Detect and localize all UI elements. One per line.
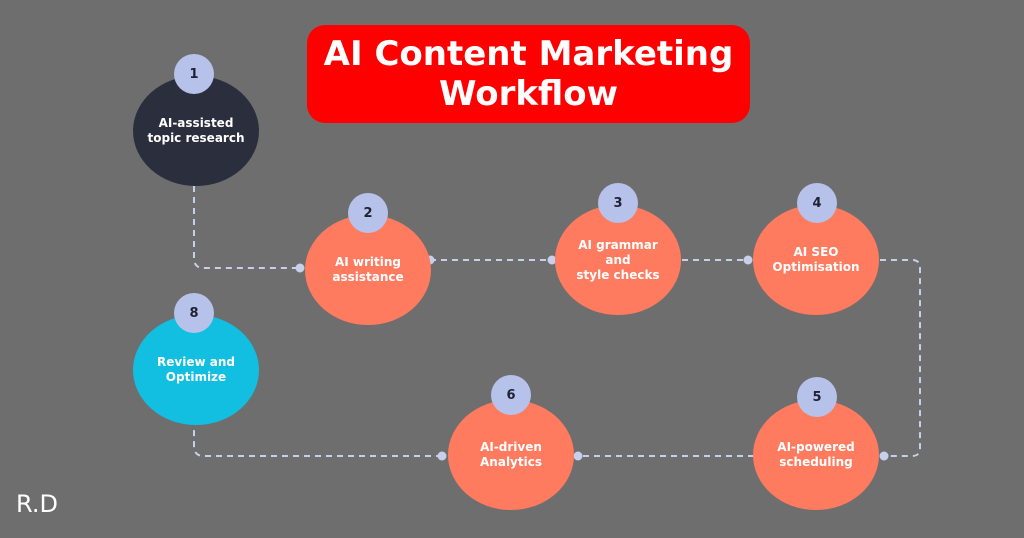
- step-node-2: AI writing assistance: [305, 215, 431, 325]
- connector-dot: [295, 263, 305, 273]
- step-badge-4: 4: [797, 183, 837, 223]
- connector-dot: [573, 451, 583, 461]
- step-label: Review and Optimize: [157, 355, 235, 384]
- connector-dot: [547, 255, 557, 265]
- step-badge-5: 5: [797, 377, 837, 417]
- step-node-6: AI-driven Analytics: [448, 400, 574, 510]
- step-badge-1: 1: [174, 54, 214, 94]
- connector-dot: [743, 255, 753, 265]
- step-node-3: AI grammar and style checks: [555, 205, 681, 315]
- step-badge-3: 3: [598, 183, 638, 223]
- connector-6-8: [193, 428, 442, 457]
- step-label: AI writing assistance: [332, 255, 404, 284]
- step-node-4: AI SEO Optimisation: [753, 205, 879, 315]
- step-node-5: AI-powered scheduling: [753, 400, 879, 510]
- connector-1-2: [193, 186, 300, 269]
- step-node-8: Review and Optimize: [133, 315, 259, 425]
- step-label: AI SEO Optimisation: [772, 245, 860, 274]
- step-label: AI grammar and style checks: [576, 237, 660, 282]
- title-banner: AI Content Marketing Workflow: [307, 25, 750, 123]
- step-badge-8: 8: [174, 293, 214, 333]
- step-badge-6: 6: [491, 375, 531, 415]
- step-label: AI-powered scheduling: [777, 440, 855, 469]
- step-label: AI-driven Analytics: [480, 440, 542, 469]
- step-badge-2: 2: [348, 193, 388, 233]
- connector-dot: [879, 451, 889, 461]
- connector-4-5: [880, 259, 921, 457]
- step-label: AI-assisted topic research: [147, 116, 245, 145]
- step-node-1: AI-assisted topic research: [133, 76, 259, 186]
- author-watermark: R.D: [16, 490, 58, 518]
- diagram-title: AI Content Marketing Workflow: [323, 34, 734, 114]
- connector-dot: [437, 451, 447, 461]
